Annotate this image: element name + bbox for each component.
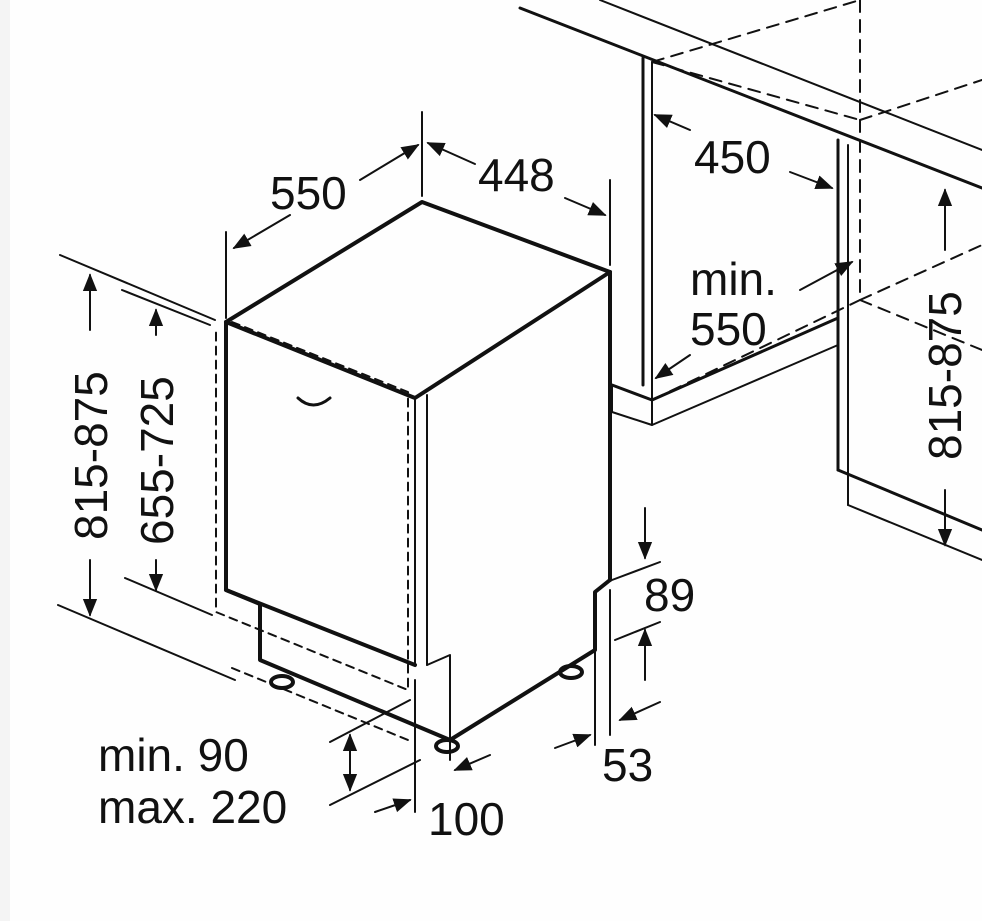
door-outline-dashed: [215, 321, 409, 741]
label-depth: 550: [270, 167, 347, 219]
hidden-edges: [651, 0, 982, 401]
label-niche-height: 815-875: [919, 291, 971, 460]
label-height-total: 815-875: [65, 371, 117, 540]
foot-left: [269, 674, 295, 690]
label-89: 89: [644, 569, 696, 621]
label-niche-depth-min: min.: [690, 253, 777, 305]
label-niche-depth-value: 550: [690, 303, 767, 355]
dishwasher-body: [224, 200, 612, 761]
door-handle: [296, 396, 332, 407]
label-niche-width: 450: [694, 131, 771, 183]
label-100: 100: [428, 793, 505, 845]
label-53: 53: [602, 739, 654, 791]
label-height-door: 655-725: [131, 376, 183, 545]
label-plinth-min: min. 90: [98, 729, 249, 781]
label-plinth-max: max. 220: [98, 781, 288, 833]
foot-right: [558, 664, 584, 680]
label-width: 448: [478, 149, 555, 201]
feet: [269, 664, 584, 754]
margin-strip: [0, 0, 10, 921]
foot-front: [434, 738, 460, 754]
dimension-lines: [57, 111, 953, 813]
